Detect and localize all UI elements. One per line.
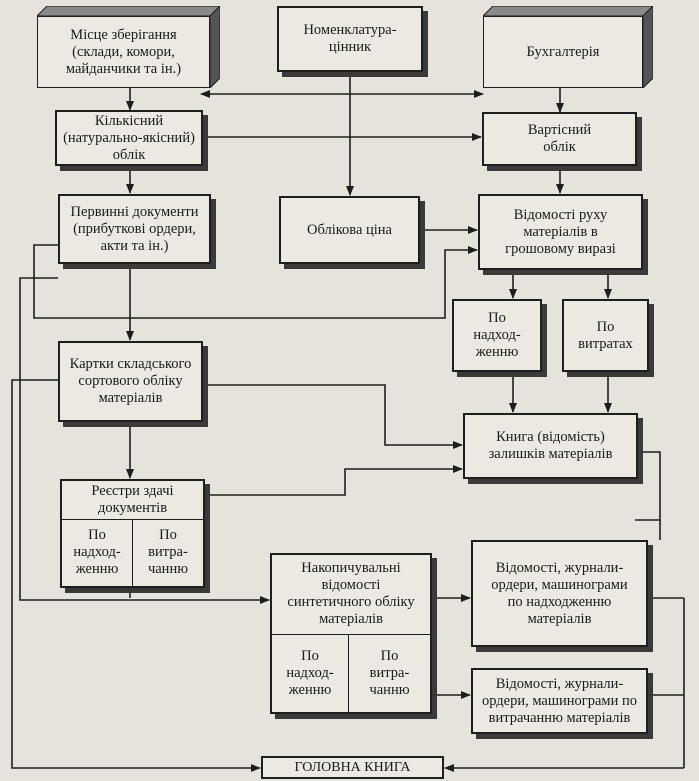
arrow-primary-to-cumulative bbox=[19, 277, 270, 604]
arrow-cards-to-book bbox=[202, 384, 463, 449]
by-receipt-box: По надход- женню bbox=[452, 299, 542, 372]
cumulative-statements-box: Накопичувальні відомості синтетичного об… bbox=[270, 553, 432, 714]
primary-documents-box: Первинні документи (прибуткові ордери, а… bbox=[58, 194, 211, 264]
value-box: Вартісний облік bbox=[482, 112, 637, 166]
arrow-registers-to-book bbox=[205, 465, 463, 496]
movement-statements-box: Відомості руху матеріалів в грошовому ви… bbox=[478, 194, 643, 270]
journals-expense-box: Відомості, журнали- ордери, машинограми … bbox=[471, 668, 648, 734]
arrow-cards-to-ledger bbox=[11, 379, 261, 772]
accounting-box: Бухгалтерія bbox=[483, 6, 653, 88]
registers-box: Реєстри здачі документів По надход- женн… bbox=[60, 479, 205, 588]
cumulative-title: Накопичувальні відомості синтетичного об… bbox=[287, 560, 415, 627]
accounting-label: Бухгалтерія bbox=[526, 43, 600, 60]
by-expense-box: По витратах bbox=[562, 299, 649, 372]
registers-title: Реєстри здачі документів bbox=[91, 483, 174, 516]
nomenclature-box: Номенклатура- цінник bbox=[277, 6, 423, 72]
cumulative-by-expense: По витра- чанню bbox=[369, 647, 410, 698]
stock-cards-box: Картки складського сортового обліку мате… bbox=[58, 341, 203, 422]
general-ledger-box: ГОЛОВНА КНИГА bbox=[261, 756, 444, 779]
registers-column-divider bbox=[132, 519, 133, 586]
accounting-price-box: Облікова ціна bbox=[279, 196, 420, 264]
registers-by-receipt: По надход- женню bbox=[73, 527, 121, 577]
storage-label: Місце зберігання (склади, комори, майдан… bbox=[65, 26, 182, 77]
cumulative-by-receipt: По надход- женню bbox=[286, 647, 334, 698]
cumulative-divider bbox=[272, 634, 430, 635]
line-book-right bbox=[635, 451, 661, 521]
registers-by-expense: По витра- чанню bbox=[147, 527, 189, 577]
cumulative-column-divider bbox=[348, 634, 349, 712]
journals-receipt-box: Відомості, журнали- ордери, машинограми … bbox=[471, 540, 648, 647]
arrow-primary-to-movement bbox=[33, 244, 478, 319]
storage-box: Місце зберігання (склади, комори, майдан… bbox=[37, 6, 220, 88]
quantitative-box: Кількісний (натурально-якісний) облік bbox=[55, 110, 203, 166]
balance-book-box: Книга (відомість) залишків матеріалів bbox=[463, 413, 638, 479]
